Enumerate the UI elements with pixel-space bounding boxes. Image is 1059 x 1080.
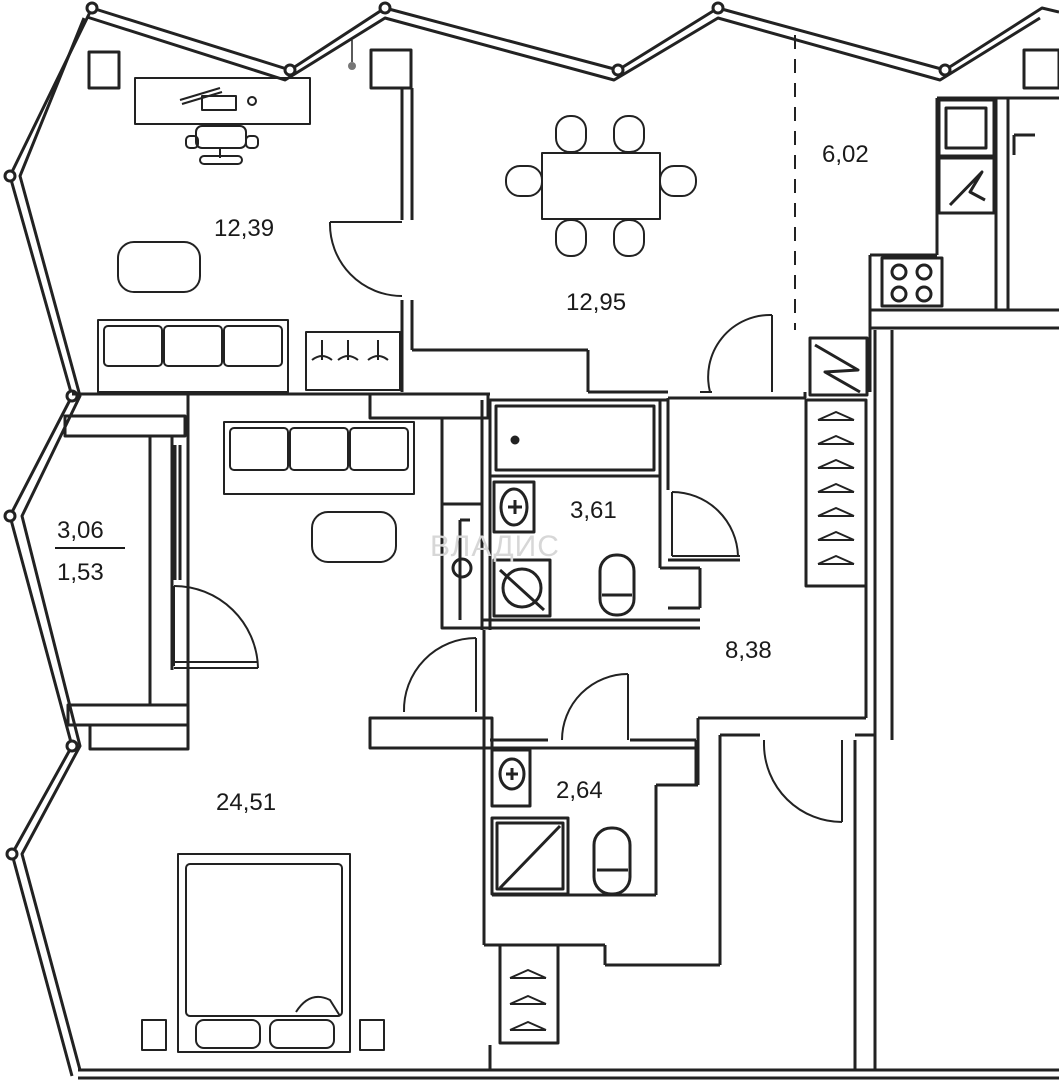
- living-rug: [311, 511, 397, 563]
- dining-table: [505, 115, 697, 257]
- furniture: [97, 40, 855, 1053]
- bedroom-wardrobe: [509, 969, 547, 1031]
- living-sofa: [223, 421, 415, 495]
- office-rug: [117, 241, 201, 293]
- exterior-facade: [3, 1, 1059, 1080]
- room-area-wc: 2,64: [556, 777, 603, 804]
- watermark-text: ВЛАДИС: [430, 530, 560, 563]
- room-area-kitchen: 6,02: [822, 141, 869, 168]
- hall-wardrobe: [817, 411, 855, 565]
- office-sofa: [97, 319, 289, 393]
- room-area-hall: 8,38: [725, 637, 772, 664]
- balcony-area-total: 3,06: [57, 517, 104, 544]
- bed: [141, 853, 385, 1053]
- interior-walls: [63, 35, 1059, 1070]
- office-wardrobe: [305, 331, 401, 391]
- room-area-bathroom: 3,61: [570, 497, 617, 524]
- office-desk: [134, 77, 311, 165]
- room-area-living-bedroom: 24,51: [216, 789, 276, 816]
- balcony-area-reduced: 1,53: [57, 559, 104, 586]
- room-area-office: 12,39: [214, 215, 274, 242]
- doors: [173, 221, 843, 823]
- room-area-dining: 12,95: [566, 289, 626, 316]
